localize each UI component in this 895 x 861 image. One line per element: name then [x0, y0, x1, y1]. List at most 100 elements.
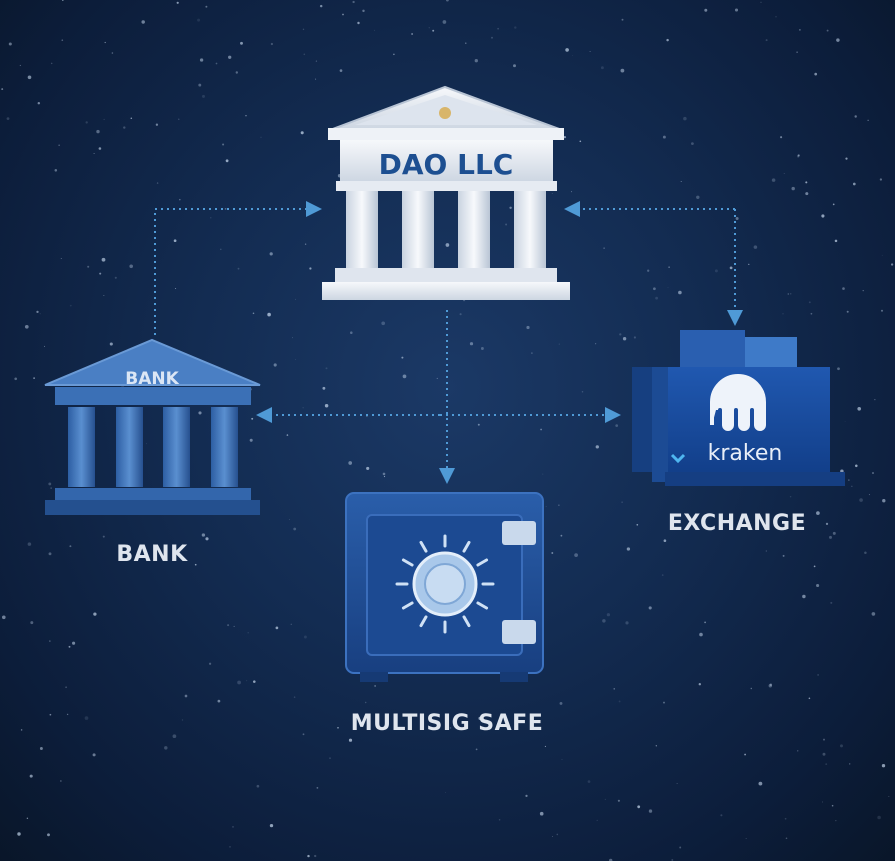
- star: [201, 533, 206, 537]
- star: [505, 223, 508, 226]
- star: [513, 64, 516, 68]
- star: [545, 506, 547, 508]
- star: [208, 662, 212, 665]
- star: [304, 243, 307, 245]
- star: [758, 781, 763, 786]
- star: [24, 324, 29, 329]
- star: [556, 833, 559, 836]
- star: [199, 58, 204, 62]
- star: [14, 377, 18, 381]
- star: [381, 321, 386, 326]
- star: [509, 206, 512, 210]
- star: [821, 214, 825, 218]
- star: [179, 198, 181, 201]
- star: [253, 680, 256, 683]
- star: [848, 763, 851, 765]
- star: [411, 33, 414, 35]
- star: [633, 336, 636, 339]
- star: [54, 169, 58, 172]
- chevron-down-icon: [670, 453, 686, 464]
- star: [561, 759, 563, 761]
- star: [252, 312, 255, 315]
- star: [26, 817, 29, 819]
- star: [319, 4, 323, 8]
- star: [352, 0, 355, 4]
- star: [102, 535, 105, 538]
- star: [595, 343, 597, 345]
- star: [753, 245, 758, 249]
- star: [445, 791, 446, 793]
- star: [92, 753, 96, 757]
- star: [342, 13, 344, 16]
- star: [871, 612, 876, 616]
- star: [8, 42, 12, 46]
- star: [267, 312, 271, 317]
- star: [350, 331, 353, 334]
- star: [362, 9, 365, 13]
- dao-llc-building[interactable]: DAO LLC: [322, 85, 570, 300]
- star: [602, 619, 606, 623]
- star: [383, 475, 386, 478]
- star: [50, 487, 52, 489]
- star: [428, 27, 430, 29]
- star: [104, 41, 106, 44]
- star: [826, 29, 829, 32]
- dial-tick: [476, 558, 489, 567]
- star: [49, 713, 52, 716]
- star: [531, 352, 533, 354]
- star: [329, 757, 331, 759]
- star: [475, 748, 478, 751]
- star: [679, 846, 682, 849]
- star: [314, 854, 317, 858]
- star: [789, 495, 792, 498]
- star: [823, 738, 825, 741]
- star: [445, 0, 449, 2]
- star: [655, 296, 658, 300]
- star: [768, 684, 773, 688]
- star: [836, 38, 840, 42]
- star: [552, 836, 553, 837]
- star: [198, 411, 202, 415]
- exchange-kraken[interactable]: kraken: [632, 330, 845, 486]
- star: [589, 50, 591, 53]
- star: [671, 859, 674, 861]
- star: [782, 554, 785, 557]
- star: [857, 406, 862, 411]
- star: [571, 191, 573, 193]
- star: [831, 804, 834, 807]
- bank-label: BANK: [116, 542, 188, 567]
- star: [799, 29, 801, 31]
- star: [39, 747, 43, 750]
- star: [662, 135, 666, 139]
- star: [783, 173, 785, 174]
- star: [220, 248, 222, 251]
- star: [173, 239, 177, 243]
- star: [146, 443, 147, 445]
- star: [604, 798, 606, 800]
- star: [704, 621, 706, 624]
- dao-title: DAO LLC: [379, 148, 514, 181]
- star: [551, 552, 554, 554]
- star: [156, 182, 159, 184]
- star: [678, 290, 682, 295]
- star: [648, 606, 652, 610]
- star: [615, 424, 619, 427]
- star: [852, 182, 856, 186]
- star: [36, 310, 39, 314]
- star: [648, 809, 653, 813]
- star: [825, 522, 829, 526]
- star: [225, 159, 229, 163]
- star: [822, 752, 826, 756]
- star: [748, 263, 750, 266]
- star: [683, 116, 687, 121]
- star: [782, 313, 784, 315]
- star: [294, 358, 296, 360]
- star: [98, 147, 102, 150]
- star: [544, 745, 546, 747]
- star: [215, 62, 218, 65]
- star: [734, 8, 739, 12]
- bank-building[interactable]: BANK: [44, 338, 261, 515]
- star: [50, 62, 53, 65]
- multisig-safe[interactable]: [345, 492, 544, 682]
